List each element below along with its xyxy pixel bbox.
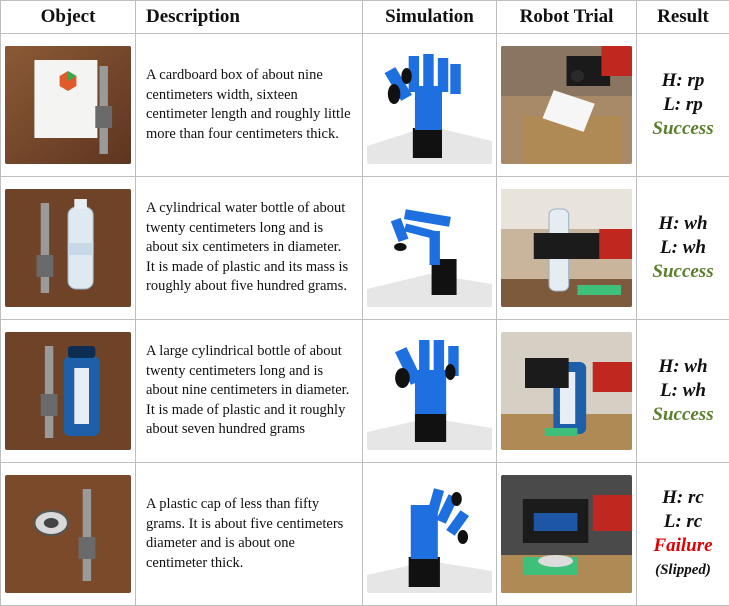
robot-trial-photo	[501, 332, 632, 450]
simulation-image	[367, 332, 492, 450]
header-robot-trial: Robot Trial	[497, 1, 637, 34]
object-photo-cap	[5, 475, 131, 593]
robot-trial-photo	[501, 189, 632, 307]
object-photo-water-bottle	[5, 189, 131, 307]
result-outcome: Failure	[637, 534, 729, 558]
description-cell: A cylindrical water bottle of about twen…	[136, 177, 363, 320]
result-cell: H: wh L: wh Success	[637, 177, 729, 320]
object-photo-cell	[1, 177, 136, 320]
object-photo-cell	[1, 34, 136, 177]
result-human: H: wh	[637, 355, 729, 379]
object-photo-large-bottle	[5, 332, 131, 450]
robot-trial-cell	[497, 34, 637, 177]
robot-trial-photo	[501, 475, 632, 593]
simulation-cell	[363, 463, 497, 606]
robot-trial-cell	[497, 463, 637, 606]
simulation-image	[367, 46, 492, 164]
description-cell: A plastic cap of less than fifty grams. …	[136, 463, 363, 606]
object-photo-cell	[1, 320, 136, 463]
result-human: H: wh	[637, 212, 729, 236]
table-row: A cardboard box of about nine centimeter…	[1, 34, 729, 177]
result-outcome: Success	[637, 117, 729, 141]
result-outcome: Success	[637, 403, 729, 427]
object-photo-box	[5, 46, 131, 164]
result-cell: H: wh L: wh Success	[637, 320, 729, 463]
simulation-image	[367, 475, 492, 593]
table-row: A large cylindrical bottle of about twen…	[1, 320, 729, 463]
description-text: A cylindrical water bottle of about twen…	[136, 199, 362, 297]
result-human: H: rp	[637, 69, 729, 93]
robot-trial-photo	[501, 46, 632, 164]
header-row: Object Description Simulation Robot Tria…	[1, 1, 729, 34]
result-learned: L: rp	[637, 93, 729, 117]
result-human: H: rc	[637, 486, 729, 510]
simulation-cell	[363, 177, 497, 320]
description-text: A plastic cap of less than fifty grams. …	[136, 495, 362, 573]
result-note: (Slipped)	[637, 558, 729, 582]
result-cell: H: rp L: rp Success	[637, 34, 729, 177]
simulation-cell	[363, 34, 497, 177]
robot-trial-cell	[497, 320, 637, 463]
result-outcome: Success	[637, 260, 729, 284]
result-cell: H: rc L: rc Failure (Slipped)	[637, 463, 729, 606]
result-learned: L: wh	[637, 236, 729, 260]
description-cell: A large cylindrical bottle of about twen…	[136, 320, 363, 463]
object-photo-cell	[1, 463, 136, 606]
result-learned: L: rc	[637, 510, 729, 534]
simulation-image	[367, 189, 492, 307]
description-text: A large cylindrical bottle of about twen…	[136, 342, 362, 440]
header-result: Result	[637, 1, 729, 34]
simulation-cell	[363, 320, 497, 463]
header-simulation: Simulation	[363, 1, 497, 34]
header-object: Object	[1, 1, 136, 34]
result-learned: L: wh	[637, 379, 729, 403]
header-description: Description	[136, 1, 363, 34]
description-cell: A cardboard box of about nine centimeter…	[136, 34, 363, 177]
description-text: A cardboard box of about nine centimeter…	[136, 66, 362, 144]
robot-trial-cell	[497, 177, 637, 320]
table-row: A cylindrical water bottle of about twen…	[1, 177, 729, 320]
table-row: A plastic cap of less than fifty grams. …	[1, 463, 729, 606]
